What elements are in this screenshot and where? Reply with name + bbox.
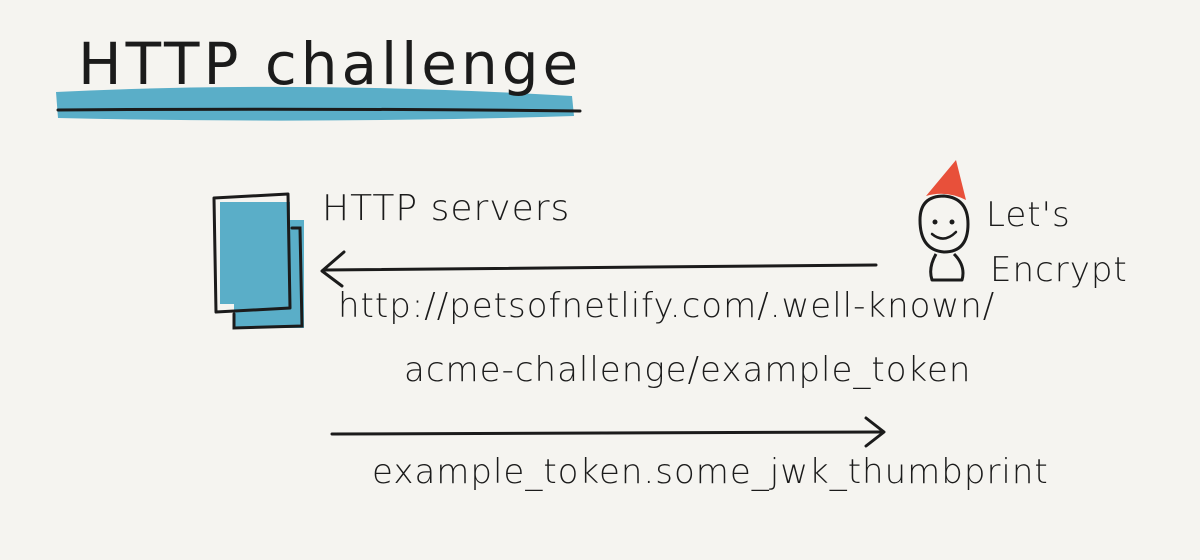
lets-encrypt-label-line1: Let's — [986, 195, 1071, 235]
http-servers-label: HTTP servers — [322, 188, 571, 229]
request-arrow — [320, 250, 878, 288]
lets-encrypt-label-line2: Encrypt — [990, 250, 1128, 290]
title-underline — [56, 107, 582, 113]
request-url-line1: http://petsofnetlify.com/.well-known/ — [338, 286, 996, 326]
response-token: example_token.some_jwk_thumbprint — [372, 452, 1049, 492]
title-highlight — [56, 86, 574, 121]
request-url-line2: acme-challenge/example_token — [404, 350, 972, 390]
server-stack-icon — [212, 192, 304, 330]
page-title: HTTP challenge — [78, 30, 583, 98]
response-arrow — [330, 416, 886, 448]
lets-encrypt-figure-icon — [918, 160, 970, 282]
